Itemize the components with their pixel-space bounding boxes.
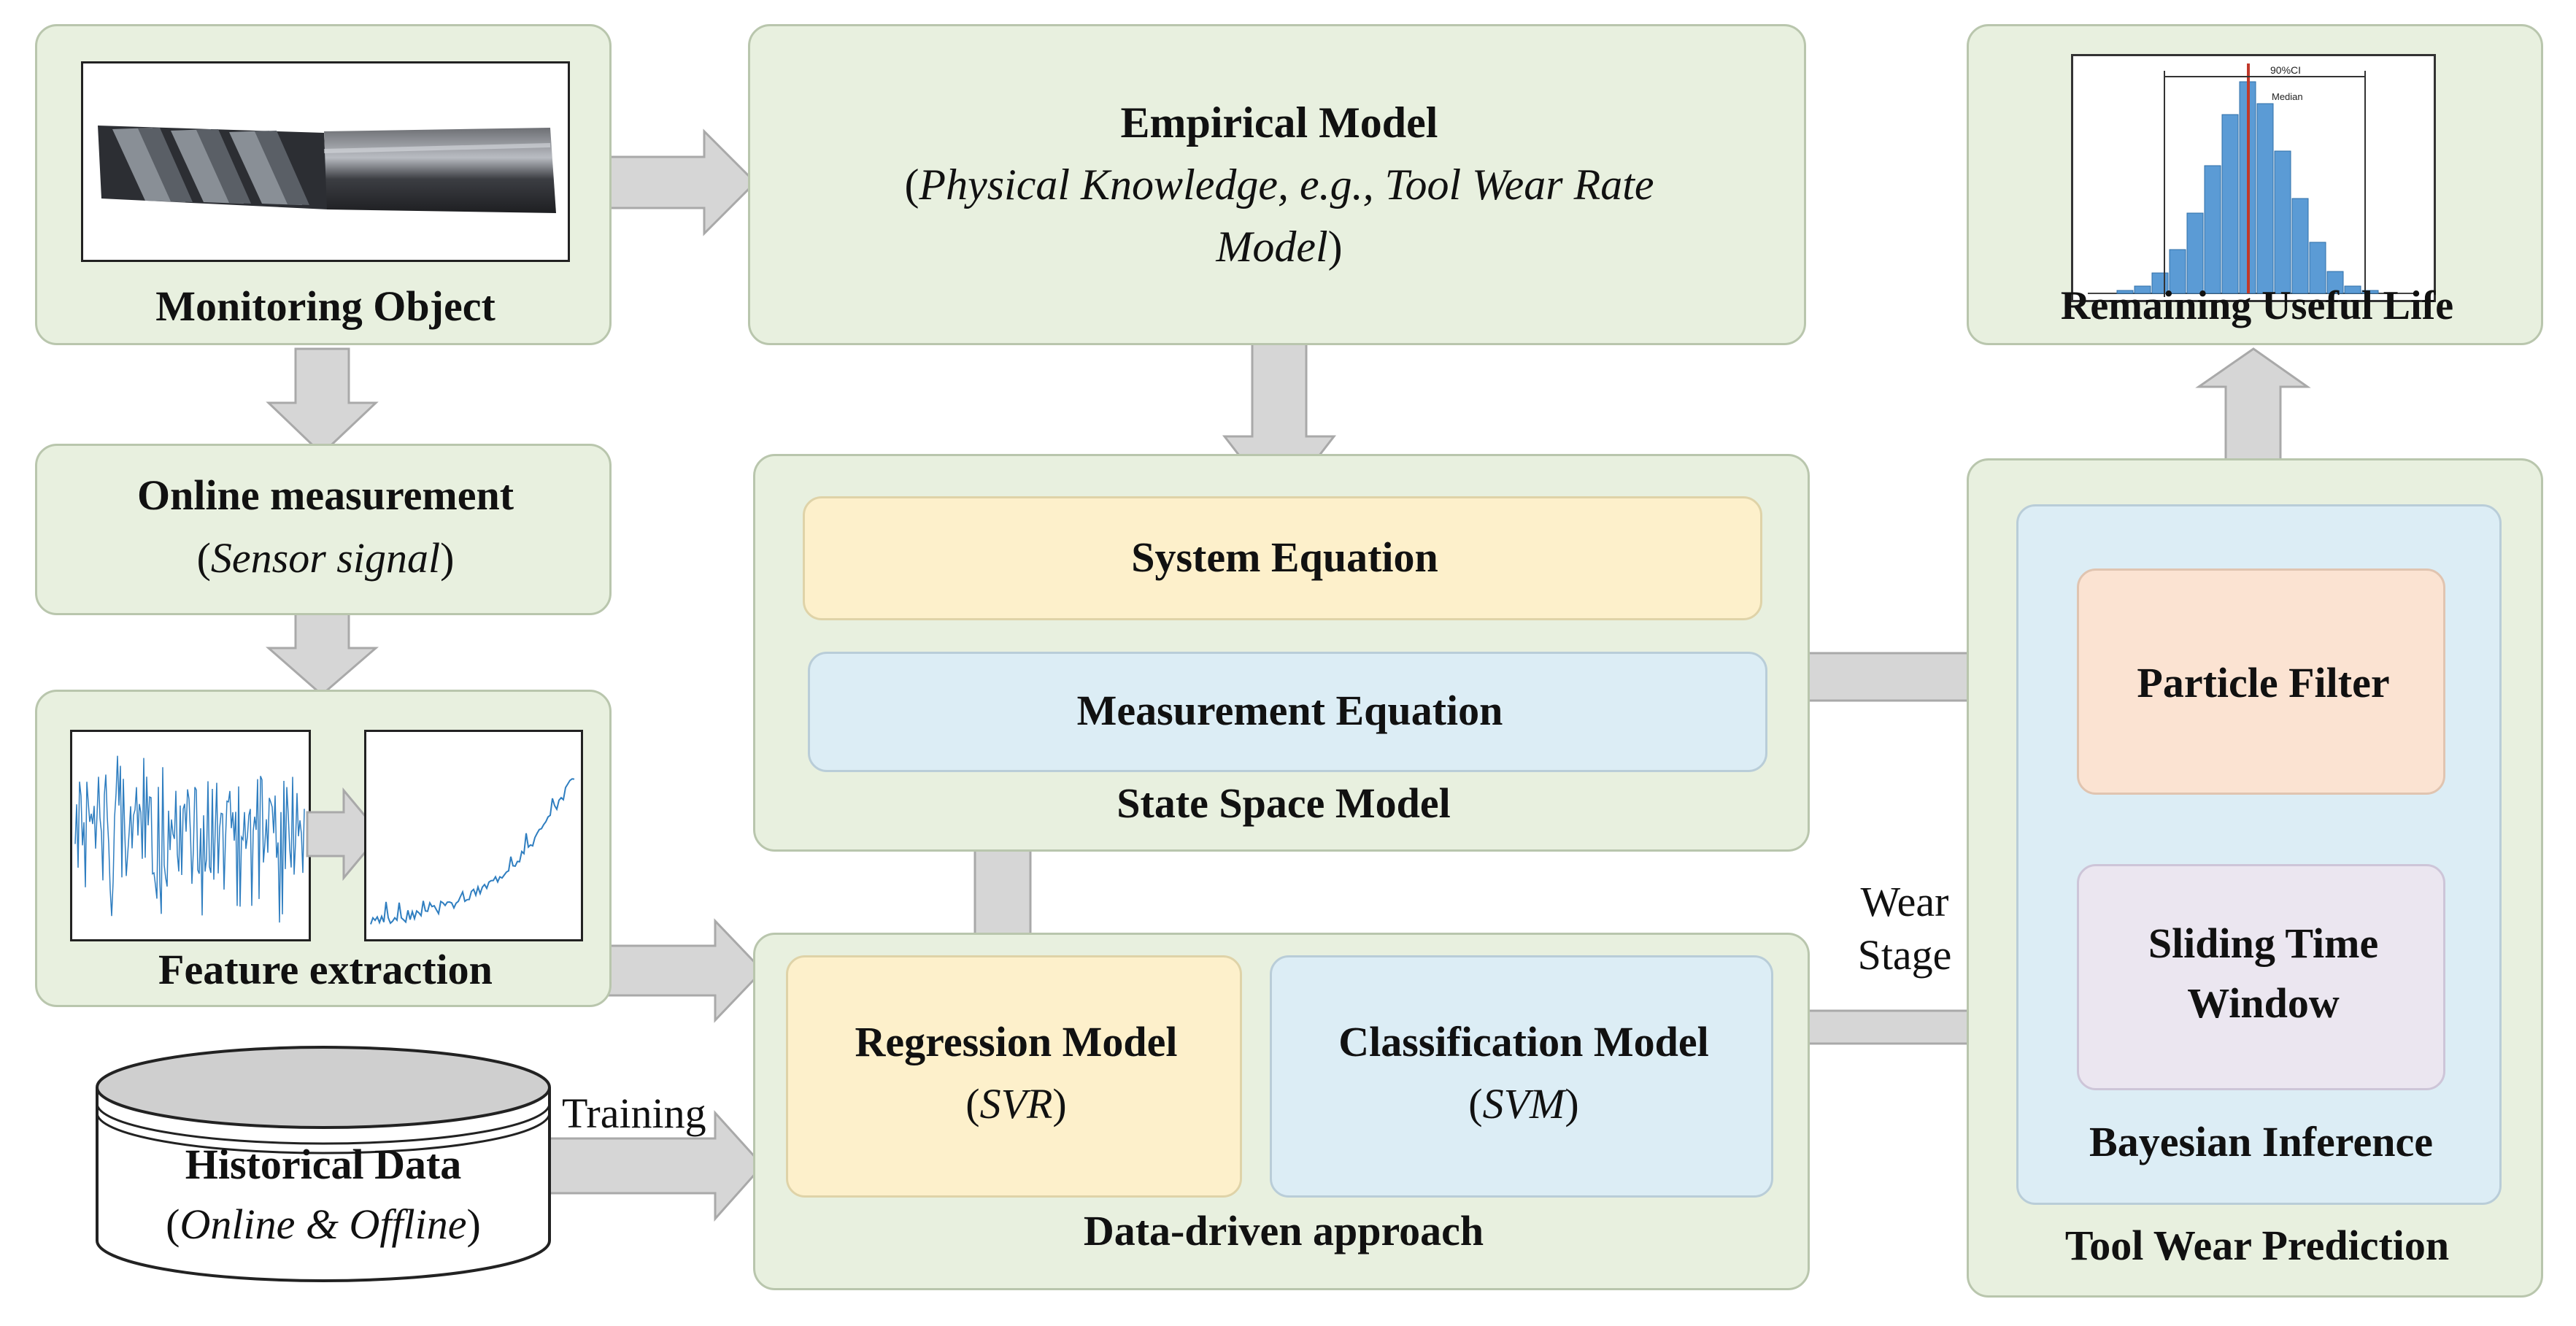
feature-trend-plot	[364, 730, 583, 941]
measurement-equation-box: Measurement Equation	[808, 652, 1767, 772]
bayesian-inference-box: Particle Filter Sliding Time Window Baye…	[2016, 504, 2502, 1205]
hist-bar	[2344, 285, 2361, 294]
state-space-model-label: State Space Model	[1117, 779, 1451, 827]
hist-bar	[2134, 285, 2151, 294]
hist-bar	[2186, 212, 2204, 294]
particle-filter-label: Particle Filter	[2137, 659, 2390, 706]
arrow-monitoring-to-empirical	[597, 128, 757, 236]
raw-signal-plot	[70, 730, 311, 941]
training-label: Training	[562, 1090, 706, 1137]
sliding-time-window-line2: Window	[2187, 979, 2340, 1027]
online-measurement-box: Online measurement (Sensor signal)	[35, 444, 612, 615]
particle-filter-box: Particle Filter	[2077, 568, 2445, 795]
hist-bar	[2309, 242, 2326, 294]
arrow-feature-to-datadriven	[586, 918, 765, 1023]
monitoring-object-box: Monitoring Object	[35, 24, 612, 345]
regression-model-subtitle: (SVR)	[965, 1080, 1067, 1128]
hist-bar	[2274, 150, 2291, 294]
sliding-time-window-box: Sliding Time Window	[2077, 864, 2445, 1090]
raw-signal-trace	[74, 755, 305, 923]
empirical-model-line2: Model)	[1216, 223, 1343, 271]
historical-data-cylinder: Historical Data (Online & Offline)	[93, 1044, 553, 1284]
empirical-model-line1: (Physical Knowledge, e.g., Tool Wear Rat…	[904, 161, 1654, 209]
arrow-online-to-feature	[266, 608, 379, 696]
hist-bar	[2116, 290, 2134, 294]
data-driven-box: Regression Model (SVR) Classification Mo…	[753, 933, 1810, 1290]
state-space-model-box: System Equation Measurement Equation Sta…	[753, 454, 1810, 852]
hist-median-text: Median	[2272, 91, 2303, 102]
bayesian-inference-label: Bayesian Inference	[2089, 1118, 2433, 1165]
hist-bar	[2221, 114, 2239, 294]
online-measurement-subtitle: (Sensor signal)	[196, 534, 455, 582]
classification-model-subtitle: (SVM)	[1468, 1080, 1579, 1128]
regression-model-box: Regression Model (SVR)	[786, 955, 1242, 1198]
hist-bar	[2291, 198, 2309, 294]
arrow-historical-to-datadriven	[544, 1110, 765, 1222]
system-equation-box: System Equation	[803, 496, 1762, 620]
tool-wear-prediction-box: Particle Filter Sliding Time Window Baye…	[1967, 458, 2543, 1298]
rul-box: 90%CI Median Remaining Useful Life	[1967, 24, 2543, 345]
empirical-model-title: Empirical Model	[1120, 99, 1438, 147]
data-driven-label: Data-driven approach	[1083, 1207, 1484, 1254]
empirical-model-box: Empirical Model (Physical Knowledge, e.g…	[748, 24, 1806, 345]
arrow-prediction-to-rul	[2195, 347, 2311, 476]
online-measurement-title: Online measurement	[136, 471, 514, 519]
hist-ci-text: 90%CI	[2270, 64, 2301, 76]
regression-model-title: Regression Model	[855, 1018, 1178, 1065]
feature-extraction-label: Feature extraction	[158, 946, 493, 993]
hist-bar	[2256, 103, 2274, 294]
monitoring-object-label: Monitoring Object	[155, 282, 495, 330]
trend-signal-trace	[370, 778, 575, 925]
rul-histogram: 90%CI Median	[2071, 54, 2436, 302]
hist-bar	[2204, 165, 2221, 294]
feature-extraction-box: Feature extraction	[35, 690, 612, 1007]
historical-data-subtitle: (Online & Offline)	[166, 1200, 481, 1248]
classification-model-title: Classification Model	[1338, 1018, 1709, 1065]
arrow-monitoring-to-online	[266, 347, 379, 456]
hist-bar	[2361, 290, 2379, 294]
wear-stage-label: Wear Stage	[1857, 878, 1952, 979]
end-mill-tool-image	[81, 61, 570, 262]
measurement-equation-label: Measurement Equation	[1076, 687, 1503, 734]
feature-inner-arrow	[306, 787, 382, 882]
rul-label: Remaining Useful Life	[2060, 283, 2454, 328]
system-equation-label: System Equation	[1131, 533, 1438, 581]
tool-wear-prediction-label: Tool Wear Prediction	[2064, 1222, 2450, 1269]
hist-bar	[2169, 249, 2186, 294]
classification-model-box: Classification Model (SVM)	[1270, 955, 1773, 1198]
historical-data-title: Historical Data	[185, 1141, 462, 1188]
sliding-time-window-line1: Sliding Time	[2148, 920, 2379, 967]
hist-bar	[2326, 271, 2344, 294]
